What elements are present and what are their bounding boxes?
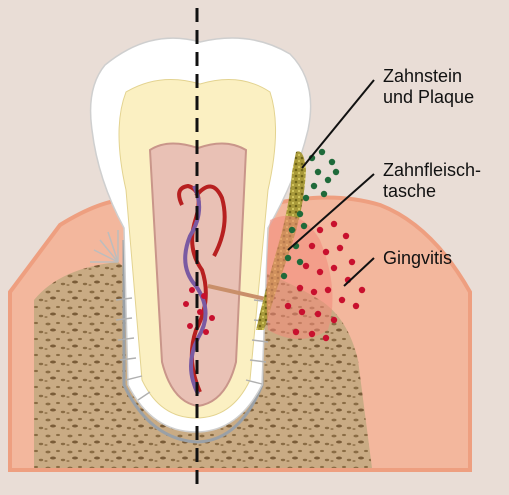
label-tartar-plaque: Zahnstein und Plaque <box>383 66 474 108</box>
label-gingivitis: Gingvitis <box>383 248 452 269</box>
label-gum-pocket: Zahnfleisch- tasche <box>383 160 481 202</box>
leader-tartar <box>302 80 374 168</box>
